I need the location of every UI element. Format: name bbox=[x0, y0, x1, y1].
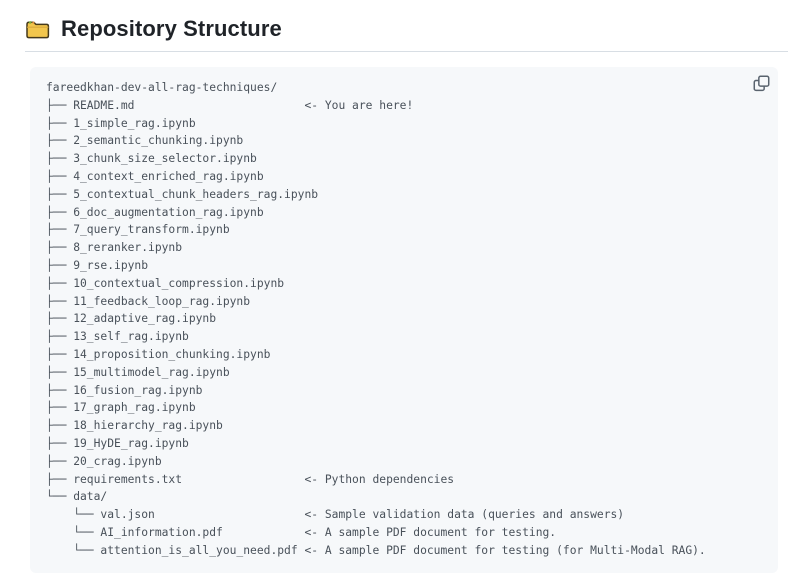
section-title: Repository Structure bbox=[61, 16, 282, 41]
copy-icon bbox=[753, 75, 769, 91]
code-block: fareedkhan-dev-all-rag-techniques/ ├── R… bbox=[30, 67, 778, 573]
folder-icon bbox=[25, 19, 50, 40]
repo-tree: fareedkhan-dev-all-rag-techniques/ ├── R… bbox=[46, 79, 762, 560]
repo-tree-text: fareedkhan-dev-all-rag-techniques/ ├── R… bbox=[46, 81, 706, 557]
copy-button[interactable] bbox=[749, 71, 773, 95]
section-heading: Repository Structure bbox=[25, 0, 788, 52]
